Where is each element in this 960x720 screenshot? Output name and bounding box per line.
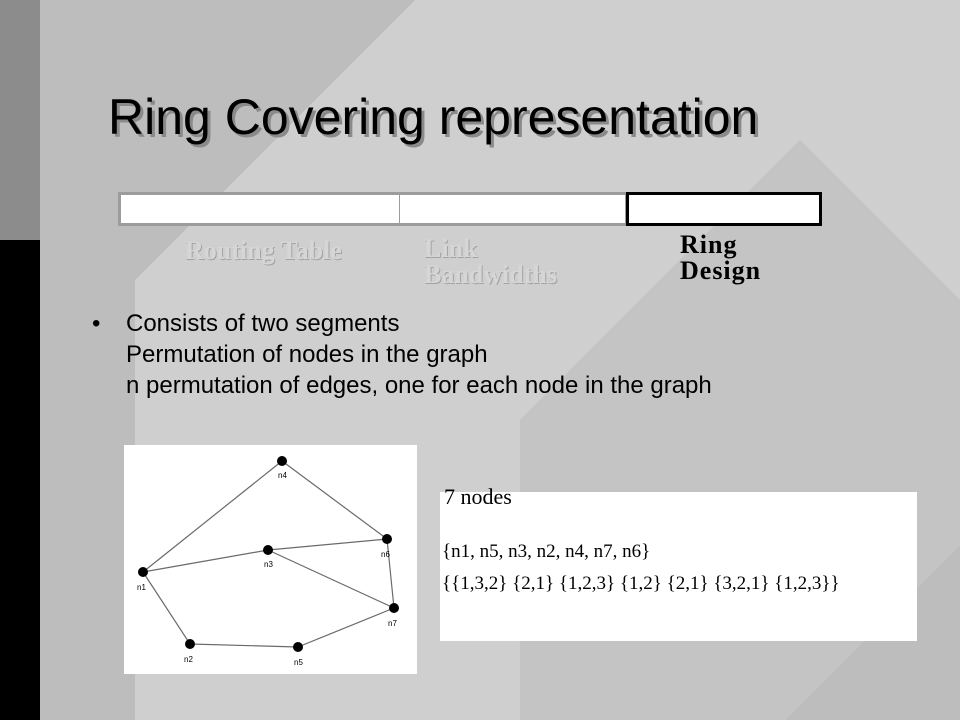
graph-node-n2: [185, 639, 195, 649]
graph-edge: [297, 607, 395, 648]
segment-routing-table-bar: [118, 192, 402, 226]
segment-link-bandwidths-label: Link Bandwidths: [424, 236, 557, 288]
segment-routing-table-label: Routing Table: [185, 238, 342, 264]
graph-edge: [267, 549, 395, 609]
segment-ring-design-label: Ring Design: [680, 232, 761, 284]
graph-node-n5: [293, 642, 303, 652]
bullet-line: Permutation of nodes in the graph: [126, 341, 488, 368]
segment-label-line: Bandwidths: [424, 260, 557, 289]
graph-edge: [189, 643, 299, 648]
segment-ring-design-bar: [626, 192, 822, 226]
slide-title: Ring Covering representation: [108, 89, 759, 145]
graph-node-n3: [263, 545, 273, 555]
bullet-line: n permutation of edges, one for each nod…: [126, 372, 712, 399]
encoding-title: 7 nodes: [444, 484, 512, 509]
graph-edge: [142, 571, 191, 645]
bullet-item: Consists of two segments Permutation of …: [126, 308, 712, 401]
graph-edge: [142, 549, 269, 573]
segment-label-line: Design: [680, 256, 762, 285]
graph-svg: n1 n2 n3 n4 n5 n6 n7: [137, 456, 399, 667]
graph-node-label: n6: [381, 550, 390, 559]
segment-label-line: Routing Table: [185, 236, 342, 265]
graph-node-label: n4: [278, 471, 287, 480]
graph-node-label: n1: [137, 583, 146, 592]
left-bar-accent: [0, 0, 40, 240]
graph-node-n1: [138, 567, 148, 577]
node-permutation: {n1, n5, n3, n2, n4, n7, n6}: [442, 541, 651, 562]
encoding-box: [440, 492, 917, 641]
bullet-icon: •: [92, 310, 101, 337]
bullet-list: • Consists of two segments Permutation o…: [92, 308, 712, 401]
graph-node-n7: [389, 603, 399, 613]
graph-edge: [386, 538, 395, 609]
graph-node-n6: [382, 534, 392, 544]
graph-node-label: n5: [294, 658, 303, 667]
edge-permutations: {{1,3,2} {2,1} {1,2,3} {1,2} {2,1} {3,2,…: [442, 573, 840, 594]
segment-link-bandwidths-bar: [400, 192, 628, 226]
graph-edge: [142, 460, 283, 573]
graph-node-label: n7: [388, 619, 397, 628]
graph-node-n4: [277, 456, 287, 466]
segment-label-line: Link: [424, 234, 478, 263]
graph-diagram: n1 n2 n3 n4 n5 n6 n7: [124, 445, 417, 674]
graph-node-label: n2: [184, 655, 193, 664]
segment-label-line: Ring: [680, 230, 738, 259]
left-bar: [0, 240, 40, 720]
graph-edge: [267, 538, 388, 551]
bullet-line: Consists of two segments: [126, 310, 400, 337]
graph-node-label: n3: [264, 560, 273, 569]
graph-edge: [281, 460, 388, 540]
